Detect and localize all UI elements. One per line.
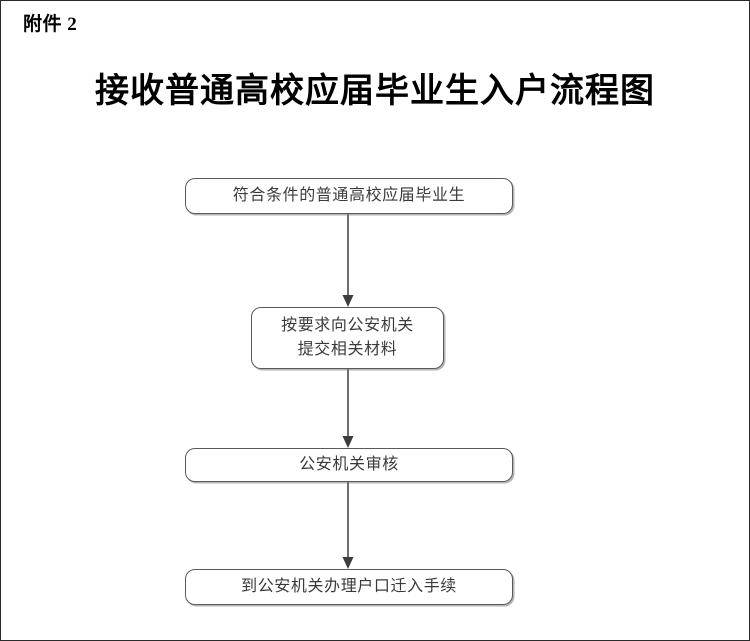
flow-node-label: 按要求向公安机关 提交相关材料 <box>281 317 414 358</box>
flow-node-step-1: 符合条件的普通高校应届毕业生 <box>185 178 513 214</box>
arrow-node1-to-node2 <box>342 214 354 307</box>
flow-node-label: 公安机关审核 <box>299 456 399 473</box>
flow-node-label: 符合条件的普通高校应届毕业生 <box>232 187 466 204</box>
arrow-node3-to-node4 <box>342 482 354 569</box>
flow-node-step-3: 公安机关审核 <box>185 448 513 482</box>
flow-node-step-2: 按要求向公安机关 提交相关材料 <box>251 307 444 369</box>
attachment-label: 附件 2 <box>23 14 78 35</box>
page-title: 接收普通高校应届毕业生入户流程图 <box>95 73 655 110</box>
arrow-node2-to-node3 <box>342 369 354 448</box>
flow-node-step-4: 到公安机关办理户口迁入手续 <box>185 569 513 605</box>
flow-node-label: 到公安机关办理户口迁入手续 <box>241 578 457 595</box>
